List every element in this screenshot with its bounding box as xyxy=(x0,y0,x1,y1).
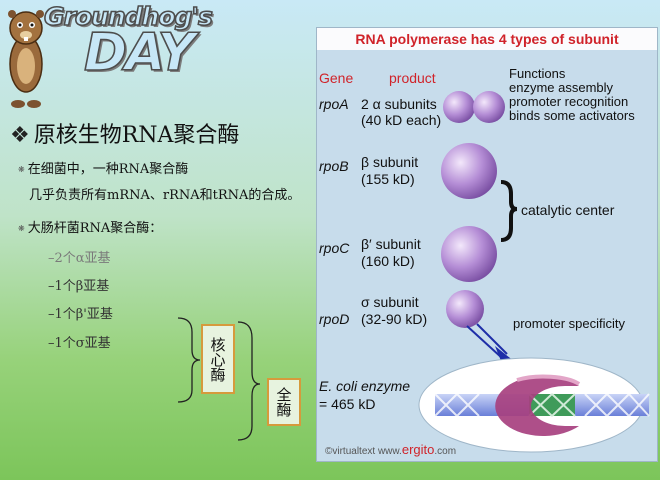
enzyme-highlight xyxy=(516,374,581,386)
rpoB-size: (155 kD) xyxy=(361,171,415,187)
logo-line2: DAY xyxy=(83,22,196,84)
sigma-subunit xyxy=(446,290,484,328)
ecoli-enzyme-label: E. coli enzyme xyxy=(319,378,411,394)
para-1: ❋在细菌中，一种RNA聚合酶 xyxy=(18,158,188,177)
catalytic-center-label: catalytic center xyxy=(521,202,615,218)
figure-header: RNA polymerase has 4 types of subunit xyxy=(317,28,657,50)
holoenzyme-label: 全酶 xyxy=(267,378,301,426)
rpoA-size: (40 kD each) xyxy=(361,112,442,128)
star-bullet-icon: ❋ xyxy=(18,165,25,174)
beta-prime-subunit xyxy=(441,226,497,282)
rpoA-product: 2 α subunits xyxy=(361,96,437,112)
rpoB-product: β subunit xyxy=(361,154,419,170)
rpoB-gene: rpoB xyxy=(319,158,349,174)
functions-column-header: Functions xyxy=(509,66,566,81)
logo-wordmark: Groundhog's DAY xyxy=(43,1,214,84)
groundhogs-day-logo: Groundhog's DAY xyxy=(0,0,230,118)
gene-column-header: Gene xyxy=(319,70,354,86)
star-bullet-icon: ❋ xyxy=(18,224,25,233)
subunit-item: –1个σ亚基 xyxy=(48,336,111,351)
slide-title: ❖原核生物RNA聚合酶 xyxy=(10,117,239,149)
alpha-subunit-1 xyxy=(443,91,475,123)
diamond-bullet-icon: ❖ xyxy=(10,123,30,148)
sigma-binding-arrow xyxy=(466,323,508,359)
credit-brand: ergito xyxy=(401,442,435,457)
para-2: 几乎负责所有mRNA、rRNA和tRNA的合成。 xyxy=(29,188,301,203)
para-3: ❋大肠杆菌RNA聚合酶： xyxy=(18,217,162,236)
rna-polymerase-figure: RNA polymerase has 4 types of subunit Ge… xyxy=(316,27,658,462)
rpoA-gene: rpoA xyxy=(319,96,349,112)
function-promoter-recognition: promoter recognition xyxy=(509,94,629,109)
rpoC-size: (160 kD) xyxy=(361,253,415,269)
core-enzyme-label: 核心酶 xyxy=(201,324,235,394)
logo-line1: Groundhog's xyxy=(43,1,214,32)
alpha-subunit-2 xyxy=(473,91,505,123)
dna-strands xyxy=(434,393,650,417)
enzyme-body xyxy=(495,376,579,436)
credit-suffix: .com xyxy=(434,446,457,457)
rpoD-gene: rpoD xyxy=(319,311,350,327)
para-3-text: 大肠杆菌RNA聚合酶： xyxy=(27,221,163,236)
subunit-item: –1个β'亚基 xyxy=(48,307,113,322)
slide-title-text: 原核生物RNA聚合酶 xyxy=(33,123,240,148)
para-1-text: 在细菌中，一种RNA聚合酶 xyxy=(27,162,189,177)
holoenzyme-bracket xyxy=(237,321,261,441)
rpoC-product: β′ subunit xyxy=(361,236,421,252)
catalytic-brace xyxy=(500,180,518,242)
subunit-item: –1个β亚基 xyxy=(48,279,110,294)
figure-credit: ©virtualtext www.ergito.com xyxy=(325,442,456,457)
subunit-item: –2个α亚基 xyxy=(48,251,111,266)
groundhog-mascot-icon xyxy=(8,10,44,108)
ecoli-enzyme-size: = 465 kD xyxy=(319,396,376,412)
function-enzyme-assembly: enzyme assembly xyxy=(509,80,614,95)
rpoD-product: σ subunit xyxy=(361,294,419,310)
open-dna-bubble xyxy=(529,394,575,416)
credit-prefix: ©virtualtext www. xyxy=(325,446,402,457)
rpoD-size: (32-90 kD) xyxy=(361,311,428,327)
open-dna-strands xyxy=(528,393,576,417)
beta-subunit xyxy=(441,143,497,199)
figure-graphics xyxy=(418,91,650,453)
rpoC-gene: rpoC xyxy=(319,240,350,256)
brackets xyxy=(177,317,261,441)
product-column-header: product xyxy=(389,70,436,86)
promoter-specificity-label: promoter specificity xyxy=(513,316,625,331)
core-enzyme-bracket xyxy=(177,317,201,403)
function-binds-activators: binds some activators xyxy=(509,108,635,123)
